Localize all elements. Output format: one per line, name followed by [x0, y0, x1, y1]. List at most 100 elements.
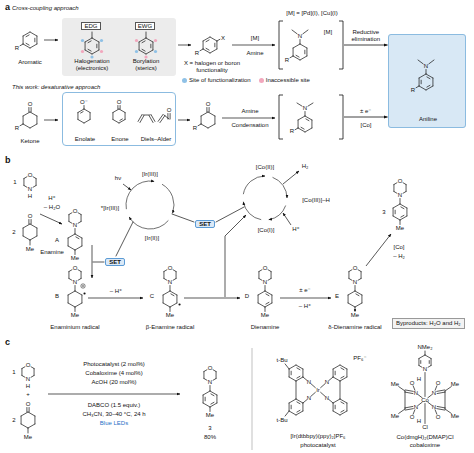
atom-label: Me [351, 312, 359, 319]
bond-line [297, 368, 300, 370]
bond-line [112, 113, 113, 120]
bond-line [30, 224, 37, 228]
bond-line [75, 303, 82, 307]
reaction-arrow [366, 234, 391, 266]
bond-line [28, 220, 29, 225]
group-tag: EDG [81, 22, 100, 31]
bond-line [139, 38, 146, 42]
atom-label: N [28, 186, 32, 193]
bond-line [176, 272, 177, 279]
bond-line [405, 406, 413, 407]
reaction-arrow [184, 298, 240, 299]
bond-line [210, 403, 217, 407]
panel-divider [252, 348, 253, 450]
catalytic-cycle-arc [162, 184, 174, 213]
scheme-label: δ-Dienamine radical [328, 324, 381, 331]
atom-label: X [221, 34, 225, 41]
bond-line [393, 216, 400, 220]
bond-line [84, 120, 90, 124]
bond-line [81, 238, 82, 246]
bond-line [340, 411, 347, 415]
bond-line [395, 210, 396, 214]
bond-line [296, 377, 303, 381]
catalytic-cycle-arc [243, 202, 261, 220]
bond-line [24, 186, 27, 188]
scheme-label: – H₂O [44, 204, 60, 211]
bond-line [170, 114, 171, 120]
atom-label: O [28, 172, 33, 179]
bond-line [90, 113, 91, 120]
bond-line [419, 355, 425, 359]
bond-line [445, 409, 451, 413]
bond-line [203, 391, 210, 395]
bracket-outline [278, 94, 344, 140]
bond-line [213, 379, 216, 381]
atom-label: Me [396, 225, 404, 232]
atom-label: N [298, 33, 302, 40]
bond-line [311, 120, 312, 128]
bond-line [341, 402, 344, 404]
bond-line [75, 234, 82, 238]
bond-line [210, 37, 217, 41]
bond-line [78, 279, 81, 281]
bond-line [211, 402, 214, 404]
bond-line [31, 108, 32, 113]
bond-line [146, 38, 153, 42]
bond-line [400, 216, 407, 220]
scheme-label: [Ir(dtbbpy)(ppy)₂]PF₆ [290, 433, 345, 440]
scheme-label: H⁺ [292, 226, 300, 233]
scheme-label: Condensation [231, 122, 268, 129]
bond-line [88, 41, 91, 43]
atom-label: Me [206, 412, 214, 419]
bracket-stroke [279, 21, 343, 69]
atom-label: N [263, 279, 267, 286]
bond-line [437, 392, 445, 393]
bond-line [170, 286, 171, 292]
bond-line [84, 106, 85, 110]
scheme-label: B [55, 293, 59, 300]
bond-line [348, 303, 355, 307]
bond-line [24, 177, 27, 179]
bond-line [426, 70, 427, 75]
atom-label: Me [166, 312, 174, 319]
bond-line [271, 295, 272, 303]
bond-line [405, 392, 413, 393]
node-text: Enolate [75, 136, 95, 143]
bond-line [445, 387, 451, 391]
bond-line [340, 365, 347, 369]
bond-line [341, 368, 344, 370]
bond-line [428, 366, 431, 368]
bond-line [142, 49, 145, 51]
atom-label: H [26, 383, 30, 390]
bond-line [139, 50, 146, 54]
scheme-label: [Co(I)] [258, 227, 275, 234]
bond-line [341, 410, 344, 412]
bond-line [297, 410, 300, 412]
bond-line [217, 39, 220, 41]
bond-line [30, 32, 37, 36]
scheme-label: D [245, 293, 249, 300]
bond-line [216, 395, 217, 403]
scheme-label: ± e⁻ [299, 287, 310, 294]
catalytic-cycle-arc [129, 217, 168, 229]
bond-line [304, 50, 305, 54]
atom-label: Me [24, 434, 32, 441]
atom-label: O⁻ [80, 99, 88, 106]
bond-line [163, 303, 170, 307]
bond-line [68, 234, 75, 238]
bond-line [160, 116, 165, 123]
scheme-label: Amine [246, 50, 263, 57]
scheme-label: Aromatic [18, 59, 42, 66]
bond-line [113, 109, 119, 113]
bond-line [75, 246, 82, 250]
bond-line [296, 399, 303, 403]
atom-label: Me [71, 312, 79, 319]
bond-line [203, 49, 210, 53]
bond-line [297, 376, 300, 378]
bond-line [164, 279, 167, 281]
bond-line [355, 286, 356, 292]
bond-line [358, 279, 361, 281]
bond-line [210, 386, 211, 392]
reaction-arrow [123, 184, 131, 190]
